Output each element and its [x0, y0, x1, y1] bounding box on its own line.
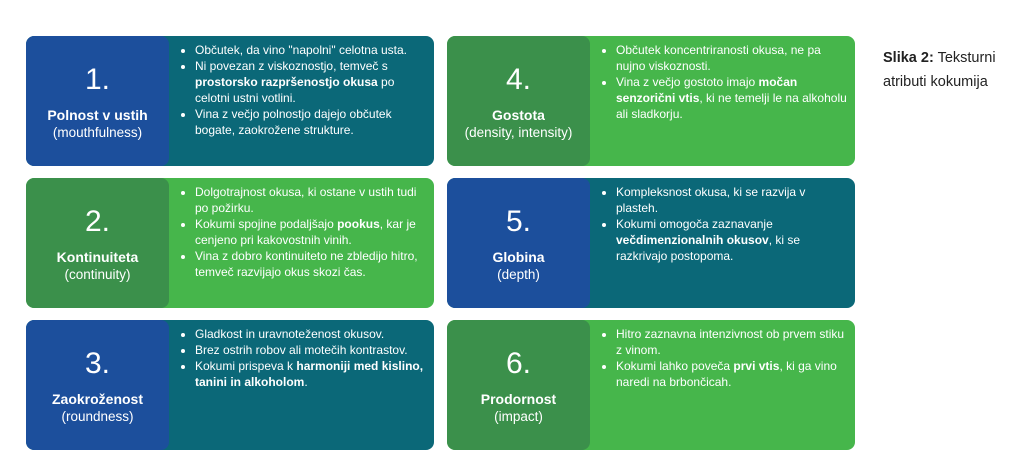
attribute-name: Kontinuiteta — [56, 248, 139, 265]
attribute-number: 2. — [84, 204, 111, 238]
attribute-english: (impact) — [494, 408, 543, 424]
bullet-item: Vina z dobro kontinuiteto ne zbledijo hi… — [195, 248, 426, 280]
bullet-text: , ki ne temelji le na alkoholu ali sladk… — [616, 91, 847, 121]
figure-caption: Slika 2: Teksturni atributi kokumija — [883, 46, 1024, 94]
bullet-item: Kokumi lahko poveča prvi vtis, ki ga vin… — [616, 358, 847, 390]
attribute-number: 3. — [84, 346, 111, 380]
bullet-text: pookus — [337, 217, 380, 231]
attribute-card-3: 3. Zaokroženost (roundness) Gladkost in … — [26, 320, 434, 450]
attribute-number: 6. — [505, 346, 532, 380]
attribute-title-box: 2. Kontinuiteta (continuity) — [26, 178, 169, 308]
attribute-number: 1. — [84, 62, 111, 96]
attribute-name: Prodornost — [480, 390, 557, 407]
bullet-text: po celotni ustni votlini. — [195, 75, 395, 105]
attribute-description: Gladkost in uravnoteženost okusov. Brez o… — [169, 320, 434, 450]
attribute-card-1: 1. Polnost v ustih (mouthfulness) Občute… — [26, 36, 434, 166]
bullet-text: Brez ostrih robov ali motečih kontrastov… — [195, 343, 408, 357]
bullet-text: Vina z večjo gostoto imajo — [616, 75, 759, 89]
attribute-name: Gostota — [492, 106, 545, 123]
bullet-text: Dolgotrajnost okusa, ki ostane v ustih t… — [195, 185, 417, 215]
bullet-item: Dolgotrajnost okusa, ki ostane v ustih t… — [195, 184, 426, 216]
attribute-description: Občutek, da vino "napolni" celotna usta.… — [169, 36, 434, 166]
bullet-item: Hitro zaznavna intenzivnost ob prvem sti… — [616, 326, 847, 358]
bullet-text: . — [304, 375, 308, 389]
bullet-text: prostorsko razpršenostjo okusa — [195, 75, 378, 89]
attribute-title-box: 4. Gostota (density, intensity) — [447, 36, 590, 166]
bullet-text: Ni povezan z viskoznostjo, temveč s — [195, 59, 388, 73]
bullet-text: močan senzorični vtis — [616, 75, 798, 105]
attribute-description: Kompleksnost okusa, ki se razvija v plas… — [590, 178, 855, 308]
bullet-item: Občutek koncentriranosti okusa, ne pa nu… — [616, 42, 847, 74]
bullet-item: Kokumi omogoča zaznavanje večdimenzional… — [616, 216, 847, 264]
bullet-item: Vina z večjo gostoto imajo močan senzori… — [616, 74, 847, 122]
bullet-item: Občutek, da vino "napolni" celotna usta. — [195, 42, 426, 58]
attribute-number: 4. — [505, 62, 532, 96]
caption-text: Teksturni atributi kokumija — [883, 50, 996, 90]
bullet-text: Hitro zaznavna intenzivnost ob prvem sti… — [616, 327, 845, 357]
bullet-text: prvi vtis — [733, 359, 780, 373]
attribute-description: Hitro zaznavna intenzivnost ob prvem sti… — [590, 320, 855, 450]
bullet-text: harmoniji med kislino, tanini in alkohol… — [195, 359, 424, 389]
bullet-text: Gladkost in uravnoteženost okusov. — [195, 327, 385, 341]
bullet-text: , ki se razkrivajo postopoma. — [616, 233, 801, 263]
attribute-english: (roundness) — [61, 408, 134, 424]
bullet-item: Kokumi spojine podaljšajo pookus, kar je… — [195, 216, 426, 248]
attribute-name: Zaokroženost — [51, 390, 143, 407]
attribute-title-box: 6. Prodornost (impact) — [447, 320, 590, 450]
attribute-english: (density, intensity) — [464, 124, 573, 140]
attribute-english: (depth) — [497, 266, 540, 282]
attribute-english: (mouthfulness) — [52, 124, 143, 140]
bullet-text: Kompleksnost okusa, ki se razvija v plas… — [616, 185, 806, 215]
attribute-card-4: 4. Gostota (density, intensity) Občutek … — [447, 36, 855, 166]
bullet-text: Vina z večjo polnostjo dajejo občutek bo… — [195, 107, 392, 137]
bullet-item: Gladkost in uravnoteženost okusov. — [195, 326, 426, 342]
bullet-item: Kompleksnost okusa, ki se razvija v plas… — [616, 184, 847, 216]
attribute-number: 5. — [505, 204, 532, 238]
bullet-text: večdimenzionalnih okusov — [616, 233, 769, 247]
bullet-text: , ki ga vino naredi na brbončicah. — [616, 359, 837, 389]
bullet-item: Ni povezan z viskoznostjo, temveč s pros… — [195, 58, 426, 106]
attribute-card-5: 5. Globina (depth) Kompleksnost okusa, k… — [447, 178, 855, 308]
caption-label: Slika 2: — [883, 50, 934, 66]
bullet-text: Občutek, da vino "napolni" celotna usta. — [195, 43, 407, 57]
bullet-text: Kokumi lahko poveča — [616, 359, 734, 373]
attribute-title-box: 3. Zaokroženost (roundness) — [26, 320, 169, 450]
attribute-title-box: 1. Polnost v ustih (mouthfulness) — [26, 36, 169, 166]
bullet-item: Brez ostrih robov ali motečih kontrastov… — [195, 342, 426, 358]
bullet-item: Kokumi prispeva k harmoniji med kislino,… — [195, 358, 426, 390]
attribute-name: Polnost v ustih — [47, 106, 148, 123]
bullet-item: Vina z večjo polnostjo dajejo občutek bo… — [195, 106, 426, 138]
attribute-description: Občutek koncentriranosti okusa, ne pa nu… — [590, 36, 855, 166]
attribute-card-2: 2. Kontinuiteta (continuity) Dolgotrajno… — [26, 178, 434, 308]
attribute-name: Globina — [492, 248, 545, 265]
bullet-text: Občutek koncentriranosti okusa, ne pa nu… — [616, 43, 821, 73]
attribute-description: Dolgotrajnost okusa, ki ostane v ustih t… — [169, 178, 434, 308]
bullet-text: Vina z dobro kontinuiteto ne zbledijo hi… — [195, 249, 418, 279]
attribute-card-6: 6. Prodornost (impact) Hitro zaznavna in… — [447, 320, 855, 450]
attribute-english: (continuity) — [64, 266, 131, 282]
bullet-text: Kokumi omogoča zaznavanje — [616, 217, 773, 231]
bullet-text: Kokumi prispeva k — [195, 359, 297, 373]
bullet-text: , kar je cenjeno pri kakovostnih vinih. — [195, 217, 416, 247]
bullet-text: Kokumi spojine podaljšajo — [195, 217, 338, 231]
attribute-title-box: 5. Globina (depth) — [447, 178, 590, 308]
